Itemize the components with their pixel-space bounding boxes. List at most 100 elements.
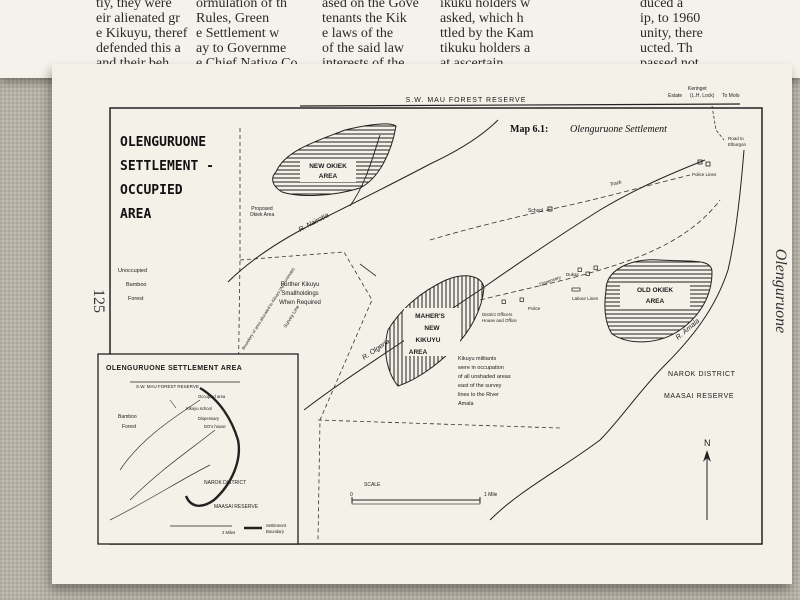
duka-icon (585, 271, 590, 276)
road-label-1: Road to (728, 136, 744, 141)
scale-start-label: 0 (350, 492, 353, 498)
militants-line-6: Amala (458, 401, 475, 407)
facing-line: tikuku holders a (440, 41, 531, 56)
boundary-dashed-south (317, 419, 561, 429)
inset-map: OLENGURUONE SETTLEMENT AREA S.W. MAU FOR… (97, 353, 299, 545)
scale-box (351, 499, 481, 505)
molo-label: To Molo (722, 93, 740, 99)
facing-line: of the said law (322, 41, 405, 56)
inset-school-label: Kikuyu school (186, 406, 212, 411)
old-okiek-label-2: AREA (646, 298, 665, 305)
labour-lines-label: Labour Lines (572, 296, 599, 301)
labour-lines-icon (571, 287, 581, 292)
mahers-label-3: KIKUYU (416, 337, 441, 344)
inset-river-2 (129, 429, 216, 501)
facing-column-5: duced a ip, to 1960 unity, there ucted. … (640, 0, 703, 71)
map-title-line-2: SETTLEMENT - (120, 159, 214, 174)
map-caption-name: Olenguruone Settlement (570, 124, 667, 135)
mahers-label-bg (404, 308, 460, 356)
duka-icon (593, 265, 598, 270)
track-east (479, 199, 721, 301)
boundary-approx-label: Boundary of area allocated to Kikuyu (Ap… (241, 266, 296, 350)
inset-dos-label: DO's house (204, 424, 226, 429)
inset-bamboo-label: Bamboo (118, 414, 137, 420)
facing-line: ucted. Th (640, 41, 693, 56)
facing-line: ay to Governme (196, 41, 287, 56)
road-label-2: Elburgon (728, 142, 747, 147)
police-label: Police (528, 306, 541, 311)
lock-label: (L.H. Lock) (690, 93, 715, 99)
scale-end-label: 1 Mile (484, 492, 498, 498)
duka-icon (577, 267, 582, 272)
new-okiek-label-2: AREA (319, 173, 338, 180)
facing-line: tiy, they were (96, 0, 172, 11)
forest-reserve-label: S.W. MAU FOREST RESERVE (406, 97, 527, 104)
facing-line: ormulation of th (196, 0, 287, 11)
boundary-dashed-central (239, 251, 373, 541)
river-nairotia-label: R. Nairotia (298, 212, 331, 234)
map-title-line-3: OCCUPIED (120, 183, 183, 198)
inset-river-1 (119, 399, 201, 471)
do-house-icon (501, 299, 506, 304)
facing-line: ip, to 1960 (640, 11, 701, 26)
keringet-label: Keringet (688, 86, 707, 92)
north-arrow-icon (703, 450, 711, 462)
facing-line: e laws of the (322, 26, 394, 41)
inset-forest-word: Forest (122, 424, 137, 430)
estate-label: Estate (668, 93, 682, 99)
proposed-okiek-label-2: Okiek Area (250, 212, 275, 218)
new-okiek-label-1: NEW OKIEK (309, 163, 347, 170)
militants-line-2: were in occupation (457, 365, 504, 371)
river-nairotia-tributary (349, 134, 381, 207)
facing-line: e Settlement w (196, 26, 280, 41)
inset-settlement-boundary (184, 386, 241, 507)
map-title-line-1: OLENGURUONE (120, 135, 206, 150)
map-caption-label: Map 6.1: (510, 124, 548, 135)
police-lines-icon (705, 161, 711, 167)
track-line (429, 174, 691, 241)
police-lines-icon (697, 159, 703, 165)
scale-title: SCALE (364, 482, 381, 488)
facing-line: ikuku holders w (440, 0, 531, 11)
inset-legend-label-1: Settlement (266, 523, 287, 528)
map-title-line-4: AREA (120, 207, 151, 222)
new-okiek-label-bg (300, 160, 356, 182)
survey-line-label: Survey Line (283, 304, 302, 329)
inset-frame (97, 353, 299, 545)
inset-narok-label: NAROK DISTRICT (204, 480, 246, 486)
facing-line: unity, there (640, 26, 703, 41)
facing-line: ased on the Gove (322, 0, 419, 11)
track-label: Track (609, 179, 623, 187)
further-kikuyu-label-3: When Required (279, 300, 321, 306)
facing-column-1: ormulation of th Rules, Green e Settleme… (196, 0, 297, 71)
unoccupied-label-3: Forest (128, 296, 144, 302)
facing-line: e Kikuyu, theref (96, 26, 188, 41)
road-elburgon (711, 105, 725, 141)
map-frame (109, 107, 763, 545)
inset-legend-label-2: Boundary (266, 529, 285, 534)
inset-forest-label: S.W. MAU FOREST RESERVE (136, 384, 199, 389)
school-icon (547, 206, 553, 212)
facing-line: ttled by the Kam (440, 26, 534, 41)
militants-line-1: Kikuyu militants (458, 356, 496, 362)
old-okiek-label-1: OLD OKIEK (637, 287, 673, 294)
facing-line: eir alienated gr (96, 11, 180, 26)
district-officers-label-2: House and Office (482, 318, 517, 323)
police-lines-label: Police Lines (692, 172, 717, 177)
survey-line-tick (359, 263, 377, 277)
boundary-dashed-west (237, 128, 241, 401)
river-nairotia (227, 119, 499, 283)
maasai-reserve-label: MAASAI RESERVE (664, 393, 734, 400)
dukas-label: Dukas (566, 272, 580, 277)
facing-line: tenants the Kik (322, 11, 407, 26)
proposed-okiek-label-1: Proposed (251, 206, 273, 212)
inset-title: OLENGURUONE SETTLEMENT AREA (106, 365, 242, 372)
further-kikuyu-label-1: Further Kikuyu (280, 282, 319, 288)
old-okiek-label-bg (620, 283, 690, 307)
school-label: School (528, 208, 543, 214)
district-officers-label-1: District Officers (482, 312, 513, 317)
militants-line-3: of all unshaded areas (458, 374, 511, 380)
mahers-label-2: NEW (424, 325, 440, 332)
facing-line: Rules, Green (196, 11, 270, 26)
